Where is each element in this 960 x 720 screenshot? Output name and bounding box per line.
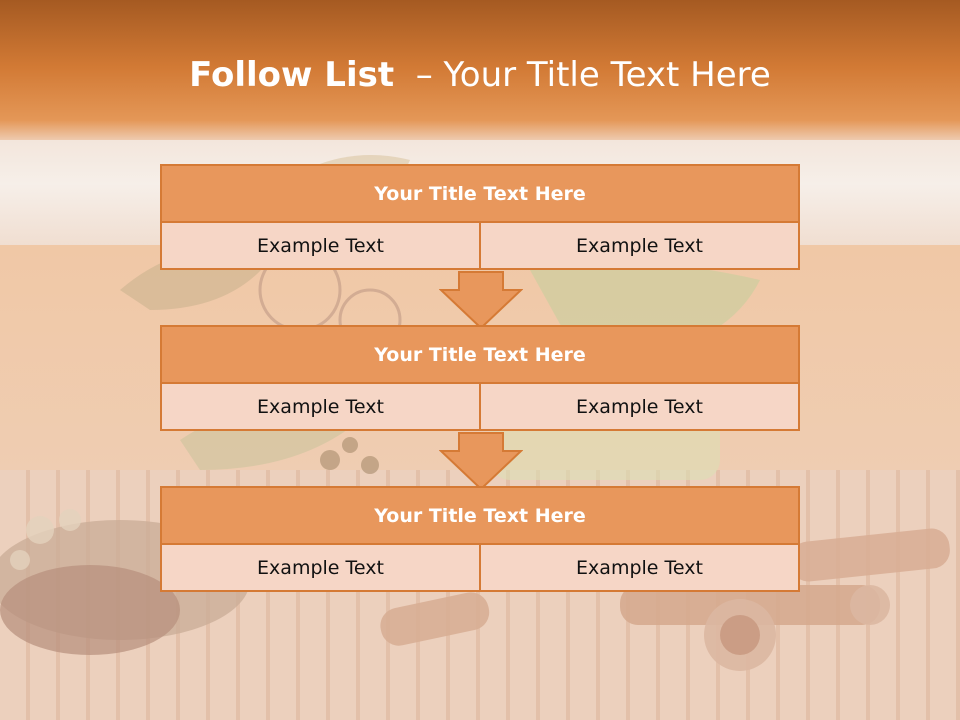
- flow-block-1-title: Your Title Text Here: [160, 164, 800, 223]
- slide-title-rest: – Your Title Text Here: [394, 55, 771, 95]
- flow-block-2: Your Title Text Here Example Text Exampl…: [160, 325, 800, 431]
- flow-block-2-right-cell: Example Text: [479, 382, 800, 431]
- flow-block-1-right-cell: Example Text: [479, 221, 800, 270]
- down-arrow-icon: [439, 271, 523, 330]
- flow-block-1: Your Title Text Here Example Text Exampl…: [160, 164, 800, 270]
- flow-block-2-left-cell: Example Text: [160, 382, 481, 431]
- cloves-image: [0, 509, 250, 655]
- down-arrow-icon: [439, 432, 523, 491]
- cinnamon-sticks-image: [380, 528, 950, 671]
- flow-block-3-title: Your Title Text Here: [160, 486, 800, 545]
- flow-block-1-left-cell: Example Text: [160, 221, 481, 270]
- flow-block-2-title: Your Title Text Here: [160, 325, 800, 384]
- flow-block-3-left-cell: Example Text: [160, 543, 481, 592]
- slide-title: Follow List – Your Title Text Here: [0, 52, 960, 98]
- slide-title-bold: Follow List: [189, 55, 395, 95]
- flow-block-3: Your Title Text Here Example Text Exampl…: [160, 486, 800, 592]
- flow-block-3-right-cell: Example Text: [479, 543, 800, 592]
- header-band: [0, 0, 960, 150]
